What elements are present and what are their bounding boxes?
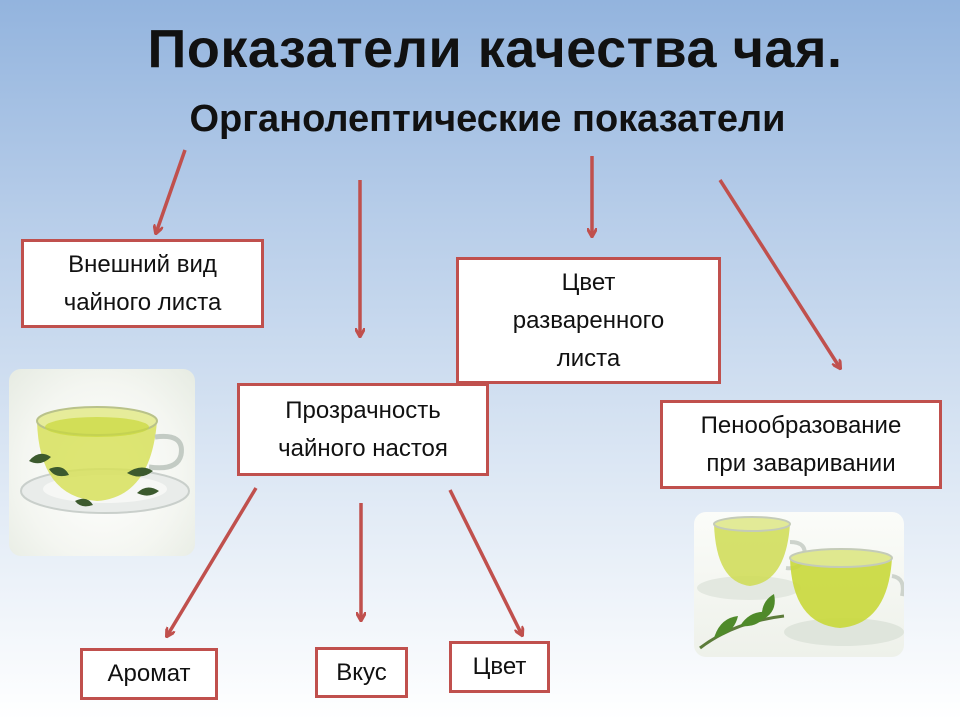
box-infusion-clarity-line-1: Прозрачность xyxy=(285,396,441,424)
box-color: Цвет xyxy=(449,641,550,693)
tea-glasses-image xyxy=(694,512,904,657)
box-infusion-clarity: Прозрачность чайного настоя xyxy=(237,383,489,476)
arrow-to-foaming xyxy=(718,179,840,368)
arrow-to-appearance xyxy=(156,149,187,233)
box-foaming: Пенообразование при заваривании xyxy=(660,400,942,489)
box-leaf-appearance-line-2: чайного листа xyxy=(63,288,222,316)
arrow-to-aroma xyxy=(167,487,258,636)
box-color-label: Цвет xyxy=(472,653,527,680)
box-taste: Вкус xyxy=(315,647,408,698)
box-foaming-line-2: при заваривании xyxy=(706,449,896,477)
box-boiled-leaf-color-line-3: листа xyxy=(556,344,621,372)
box-aroma: Аромат xyxy=(80,648,218,700)
box-leaf-appearance-line-1: Внешний вид xyxy=(68,250,217,278)
box-taste-label: Вкус xyxy=(336,658,387,686)
box-foaming-line-1: Пенообразование xyxy=(700,411,902,439)
box-aroma-label: Аромат xyxy=(107,660,191,687)
box-boiled-leaf-color-line-1: Цвет xyxy=(561,268,616,296)
tea-cup-image xyxy=(9,369,195,556)
box-boiled-leaf-color-line-2: разваренного xyxy=(512,306,665,334)
box-infusion-clarity-line-2: чайного настоя xyxy=(278,434,448,462)
arrow-to-color xyxy=(448,489,522,635)
slide-subtitle: Органолептические показатели xyxy=(189,98,786,140)
box-leaf-appearance: Внешний вид чайного листа xyxy=(21,239,264,328)
box-boiled-leaf-color: Цвет разваренного листа xyxy=(456,257,721,384)
slide-title: Показатели качества чая. xyxy=(147,19,843,79)
